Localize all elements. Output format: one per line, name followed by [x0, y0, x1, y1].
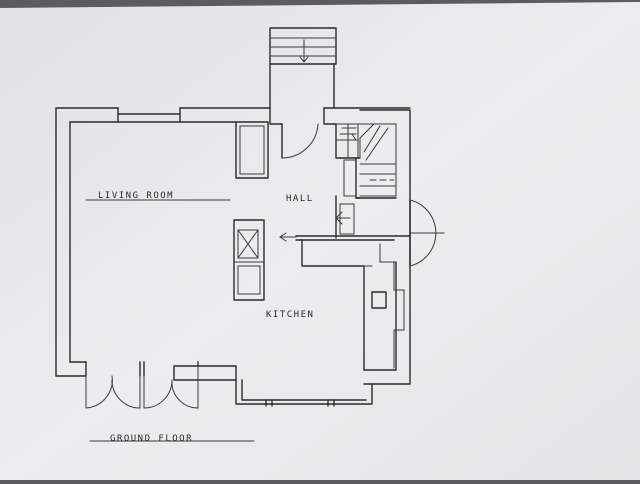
chimney-stove — [233, 219, 265, 301]
living-room-label: LIVING ROOM — [98, 191, 174, 201]
side-door — [395, 199, 445, 267]
patio-doors — [85, 365, 199, 409]
entrance-steps — [269, 27, 337, 109]
kitchen-worktop — [363, 243, 405, 369]
kitchen-partition — [279, 232, 397, 371]
hall-label: HALL — [286, 194, 314, 204]
kitchen-label: KITCHEN — [266, 310, 314, 320]
hall-cupboard — [235, 121, 269, 179]
floor-title: GROUND FLOOR — [110, 434, 193, 444]
staircase — [335, 123, 397, 239]
outer-walls — [55, 107, 411, 407]
front-door — [281, 123, 319, 159]
